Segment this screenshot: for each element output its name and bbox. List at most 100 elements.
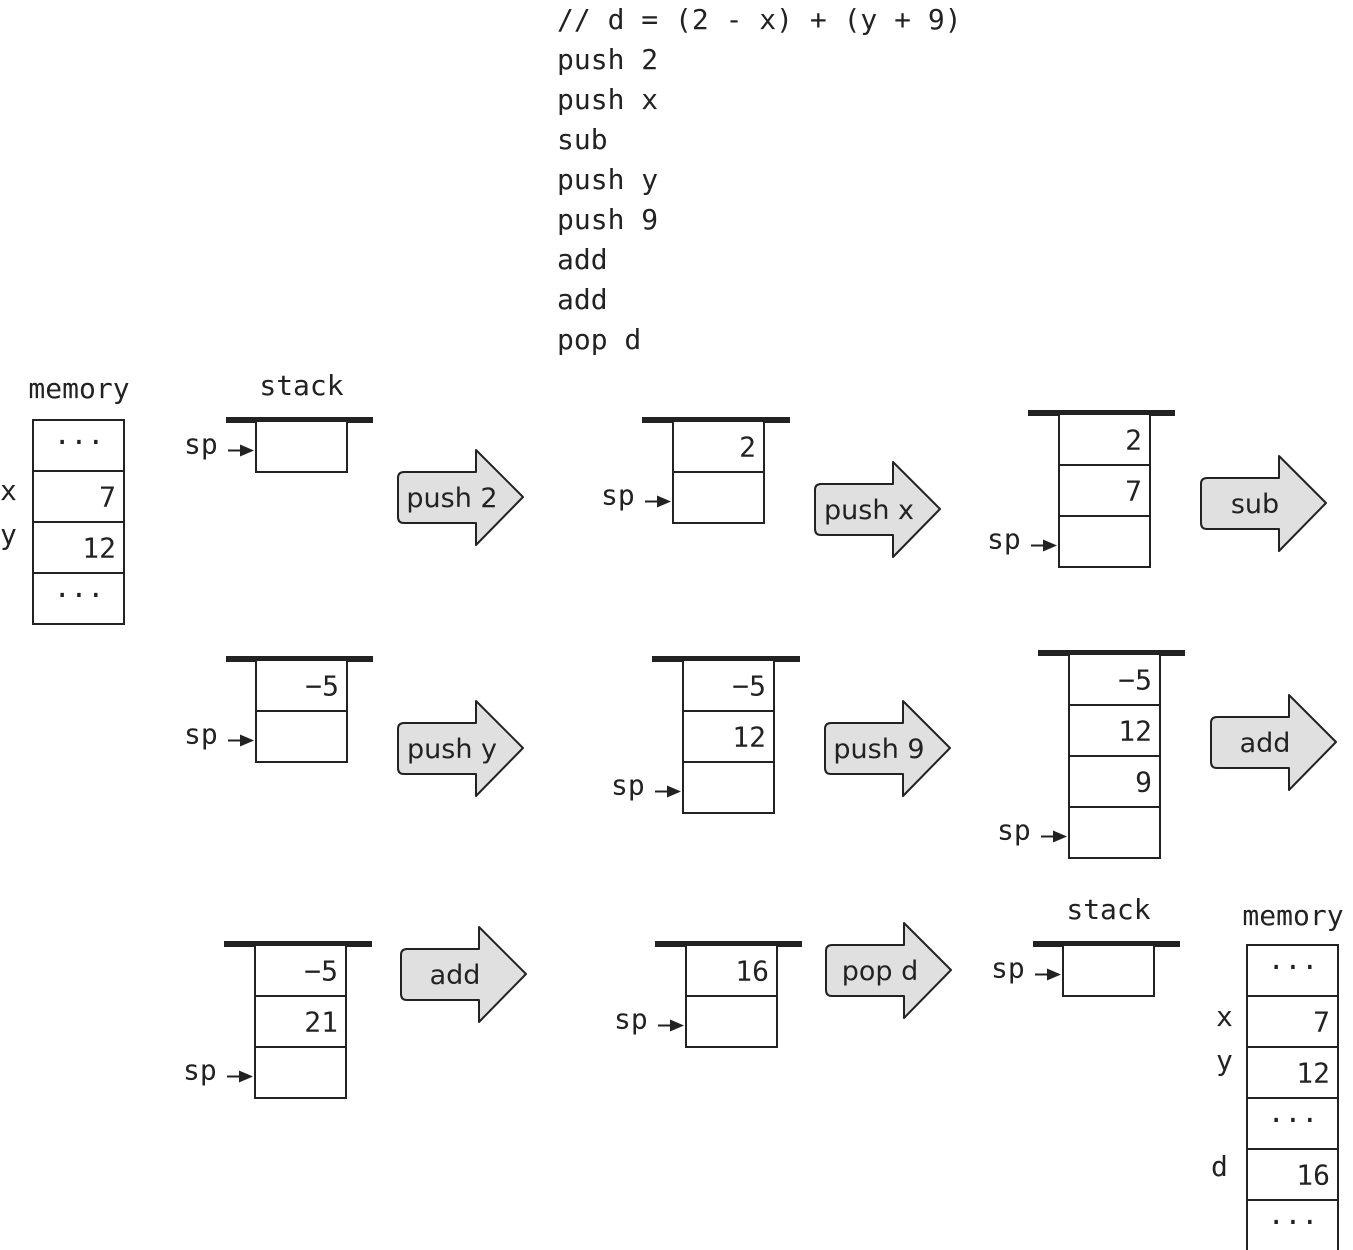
sp-label: sp	[184, 428, 218, 461]
stack-cell-value: −5	[1118, 664, 1152, 697]
variable-name-y: y	[0, 518, 17, 551]
operation-arrow	[1200, 455, 1327, 552]
stack-cell	[682, 761, 775, 814]
sp-arrow-head	[240, 444, 254, 457]
memory-initial-cell-value: 7	[99, 481, 116, 514]
stack-cell	[254, 944, 347, 997]
sp-label: sp	[987, 523, 1021, 556]
stack-cell	[1068, 653, 1161, 706]
variable-name-x: x	[1216, 1000, 1233, 1033]
stack-cell	[1068, 806, 1161, 859]
sp-arrow-head	[657, 495, 671, 508]
stack-label: stack	[1066, 893, 1150, 926]
operation-label: sub	[1231, 489, 1279, 520]
operation-arrow	[824, 700, 951, 797]
operation-arrow	[397, 449, 524, 546]
stack-cell	[1068, 704, 1161, 757]
memory-initial-ellipsis: ···	[54, 426, 105, 459]
operation-arrow	[814, 461, 941, 558]
sp-arrow-head	[239, 1070, 253, 1083]
stack-cell	[255, 420, 348, 473]
sp-label: sp	[997, 814, 1031, 847]
stack-cell	[1058, 464, 1151, 517]
sp-label: sp	[183, 1054, 217, 1087]
operation-label: push 2	[406, 483, 497, 514]
stack-cell	[682, 710, 775, 763]
code-line: push 2	[557, 43, 659, 76]
code-line-comment: // d = (2 - x) + (y + 9)	[557, 3, 962, 36]
stack-cell-value: 16	[735, 955, 769, 988]
code-line: push 9	[557, 203, 659, 236]
memory-final-cell	[1246, 1199, 1339, 1250]
stack-cell-value: −5	[732, 670, 766, 703]
code-line: push y	[557, 163, 659, 196]
stack-cell-value: 9	[1135, 766, 1152, 799]
stack-cell-value: 21	[304, 1006, 338, 1039]
memory-final-ellipsis: ···	[1268, 951, 1319, 984]
memory-final-ellipsis: ···	[1268, 1104, 1319, 1137]
stack-cell	[254, 1046, 347, 1099]
stack-cell	[1062, 944, 1155, 997]
stack-cell	[1068, 755, 1161, 808]
memory-label: memory	[28, 372, 129, 405]
sp-arrow-head	[240, 734, 254, 747]
stack-cell	[672, 471, 765, 524]
memory-final-cell-value: 12	[1296, 1057, 1330, 1090]
stack-cell-value: 2	[739, 431, 756, 464]
sp-label: sp	[184, 718, 218, 751]
stack-cell	[672, 420, 765, 473]
operation-label: push y	[407, 734, 497, 765]
stack-cell-value: −5	[305, 670, 339, 703]
sp-label: sp	[611, 769, 645, 802]
stack-cell-value: 12	[1118, 715, 1152, 748]
memory-final-cell	[1246, 944, 1339, 997]
operation-arrow	[400, 926, 527, 1023]
sp-arrow-head	[670, 1019, 684, 1032]
stack-cell-value: 2	[1125, 424, 1142, 457]
sp-arrow-head	[1047, 968, 1061, 981]
stack-label: stack	[259, 369, 343, 402]
memory-final-cell	[1246, 1046, 1339, 1099]
operation-arrow	[1210, 694, 1337, 791]
sp-arrow-head	[1053, 830, 1067, 843]
operation-arrow	[397, 700, 524, 797]
stack-cell	[682, 659, 775, 712]
stack-cell	[255, 710, 348, 763]
code-listing: // d = (2 - x) + (y + 9) push 2 push x sub p…	[557, 0, 962, 360]
operation-label: push x	[824, 495, 914, 526]
stack-cell-value: −5	[304, 955, 338, 988]
variable-name-d: d	[1211, 1150, 1228, 1183]
memory-label: memory	[1242, 899, 1343, 932]
stack-cell	[254, 995, 347, 1048]
variable-name-y: y	[1216, 1044, 1233, 1077]
operation-label: push 9	[833, 734, 924, 765]
stack-cell	[1058, 413, 1151, 466]
sp-label: sp	[991, 952, 1025, 985]
code-line: add	[557, 243, 608, 276]
operation-arrow	[825, 922, 952, 1019]
operation-label: pop d	[842, 956, 919, 987]
memory-initial-cell	[32, 521, 125, 574]
sp-label: sp	[614, 1003, 648, 1036]
stack-cell-value: 12	[732, 721, 766, 754]
code-line: sub	[557, 123, 608, 156]
sp-arrow-head	[667, 785, 681, 798]
memory-final-ellipsis: ···	[1268, 1206, 1319, 1239]
operation-label: add	[430, 960, 481, 991]
memory-initial-cell-value: 12	[82, 532, 116, 565]
sp-label: sp	[601, 479, 635, 512]
operation-label: add	[1240, 728, 1291, 759]
stack-cell	[685, 995, 778, 1048]
memory-final-cell	[1246, 995, 1339, 1048]
code-line: push x	[557, 83, 659, 116]
stack-cell	[685, 944, 778, 997]
code-line: pop d	[557, 323, 642, 356]
stack-cell-value: 7	[1125, 475, 1142, 508]
stack-cell	[1058, 515, 1151, 568]
memory-final-cell-value: 7	[1313, 1006, 1330, 1039]
memory-final-cell-value: 16	[1296, 1159, 1330, 1192]
sp-arrow-head	[1043, 539, 1057, 552]
code-line: add	[557, 283, 608, 316]
memory-initial-ellipsis: ···	[54, 579, 105, 612]
